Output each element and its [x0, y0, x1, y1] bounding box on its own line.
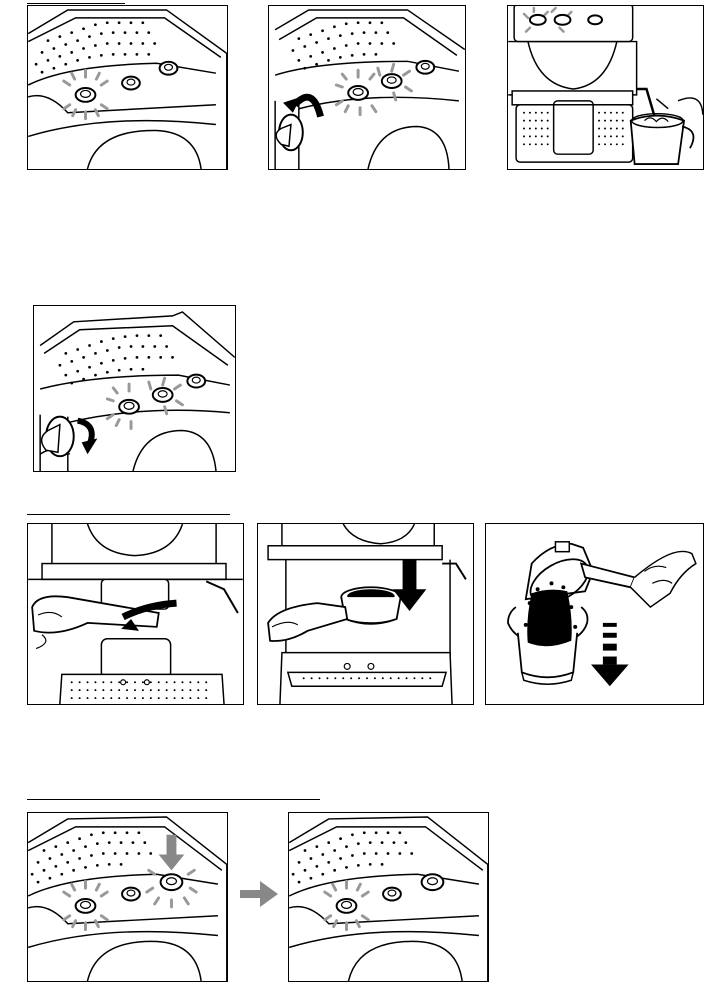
press-arrow-shaft: [167, 835, 177, 857]
right-arrow-icon: [240, 881, 278, 907]
figure-knob-close: [33, 305, 236, 472]
power-icon: [76, 899, 96, 913]
figure-press-coffee-button: [27, 812, 228, 982]
ground-coffee: [527, 590, 572, 647]
steam-knob: [276, 115, 303, 151]
steam-icon: [122, 888, 140, 901]
figure-knob-open: [268, 5, 466, 170]
power-icon: [119, 400, 139, 414]
power-icon: [337, 899, 357, 913]
milk-cup: [631, 116, 684, 164]
figure-filter-holder-remove: [27, 523, 244, 705]
figure-coffee-ready: [288, 812, 489, 982]
cup-icon: [416, 61, 434, 74]
figure-filter-holder-insert: [257, 523, 474, 705]
cup-icon: [161, 874, 183, 890]
section-rule-3: [27, 514, 230, 515]
cup-icon: [422, 874, 444, 890]
steam-icon: [383, 888, 401, 901]
figure-steam-ready: [27, 5, 228, 170]
steam-icon: [382, 74, 402, 88]
power-icon: [76, 88, 96, 102]
steam-knob: [42, 417, 74, 457]
insert-arrow-shaft: [403, 560, 417, 594]
cup-icon: [187, 375, 205, 388]
down-arrow-icon: [591, 623, 629, 686]
power-icon: [348, 86, 368, 100]
section-rule-4: [27, 799, 320, 800]
figure-fill-ground-coffee: [485, 523, 704, 705]
section-rule-1: [27, 3, 125, 4]
steam-icon: [153, 388, 173, 402]
press-arrow-icon: [159, 855, 185, 871]
cup-icon: [160, 62, 178, 75]
rotate-arrow-icon: [82, 438, 98, 454]
steam-icon: [122, 77, 140, 90]
figure-milk-frothing: [507, 5, 704, 170]
